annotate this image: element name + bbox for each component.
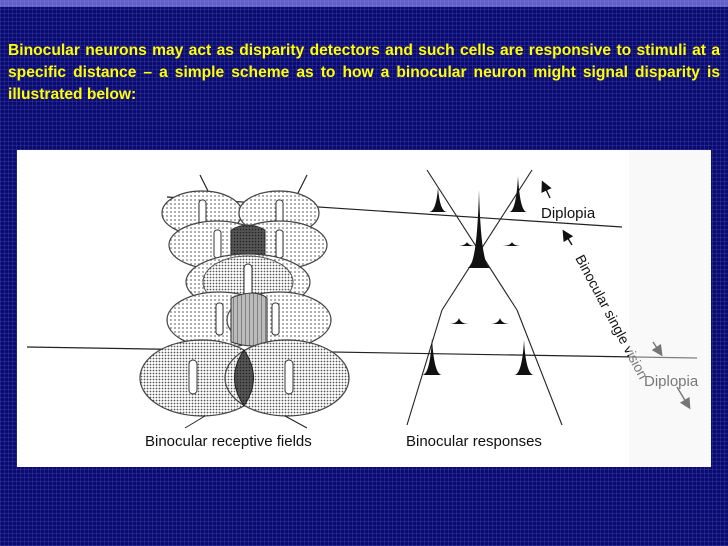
- response-peak-bottom-right: [514, 340, 534, 375]
- label-responses: Binocular responses: [406, 433, 542, 450]
- slide-caption: Binocular neurons may act as disparity d…: [8, 42, 720, 103]
- bottom-plane-line: [26, 346, 698, 359]
- label-diplopia-bottom: Diplopia: [644, 373, 699, 390]
- disparity-figure: Binocular receptive fields Binocular res…: [17, 150, 711, 467]
- scan-shadow: [629, 150, 711, 467]
- label-receptive-fields: Binocular receptive fields: [145, 433, 312, 450]
- response-peak-top-right: [509, 176, 527, 212]
- disparity-diagram: Binocular receptive fields Binocular res…: [26, 150, 711, 467]
- responses-group: [406, 169, 691, 426]
- label-diplopia-top: Diplopia: [541, 205, 596, 222]
- top-rule: [0, 0, 728, 7]
- response-peak-bottom-left: [422, 338, 442, 375]
- response-peak-top-left: [429, 188, 447, 212]
- top-plane-line: [166, 196, 623, 228]
- receptive-fields-group: [139, 174, 350, 429]
- response-peak-center: [467, 190, 491, 268]
